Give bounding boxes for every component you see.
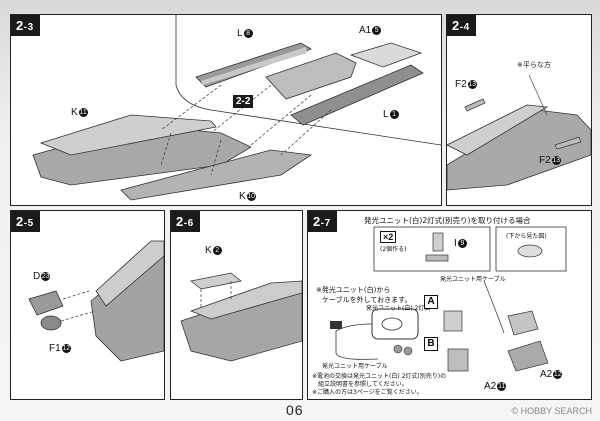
note-purchase: ※ご購入の方は3ページをご覧ください。 — [312, 389, 423, 396]
page-number: 06 — [286, 402, 304, 418]
step-2-6-tag: 2-6 — [171, 211, 200, 232]
label-b-box: B — [424, 337, 438, 351]
note-make-two: (2個作る) — [380, 246, 407, 253]
step-2-5-drawing — [28, 240, 164, 362]
step-2-4-drawing — [447, 74, 591, 191]
watermark: © HOBBY SEARCH — [511, 406, 593, 416]
step-2-5-tag: 2-5 — [11, 211, 40, 232]
step-2-7-tag: 2-7 — [308, 211, 337, 232]
step-2-3-tag: 2-3 — [11, 15, 40, 36]
label-a-box: A — [424, 295, 438, 309]
ref-2-2-tag: 2-2 — [233, 95, 254, 108]
step-2-3-drawing — [32, 15, 441, 201]
label-unit-cable-2: 発光ユニット用ケーブル — [322, 363, 388, 370]
note-battery-2: 組立説明書を参照してください。 — [312, 381, 408, 388]
step-2-7-title: 発光ユニット(白)2灯式(別売り)を取り付ける場合 — [364, 216, 531, 225]
step-number: 2 — [16, 18, 24, 33]
note-unit-1: ※発光ユニット(白)から — [316, 286, 391, 294]
label-unit-name: 発光ユニット(白) 2灯式 — [366, 305, 431, 312]
note-battery-1: ※電池の交換は発光ユニット(白) 2灯式(別売り)の — [312, 373, 447, 380]
note-flat-side: ※平らな方 — [517, 61, 551, 69]
note-unit-2: ケーブルを外しておきます。 — [322, 296, 412, 304]
step-2-7-panel: 2-7 発光ユニット(白)2灯式(別売り)を取り付ける場合 ×2 (2個作る) … — [307, 210, 592, 400]
step-sub: -3 — [23, 22, 34, 33]
label-unit-cable: 発光ユニット用ケーブル — [440, 276, 506, 283]
step-2-4-tag: 2-4 — [447, 15, 476, 36]
step-2-7-drawing — [330, 226, 567, 372]
label-x2: ×2 — [380, 231, 397, 243]
note-bottom-view: (下から見た図) — [506, 233, 547, 240]
step-2-6-drawing — [180, 272, 302, 362]
